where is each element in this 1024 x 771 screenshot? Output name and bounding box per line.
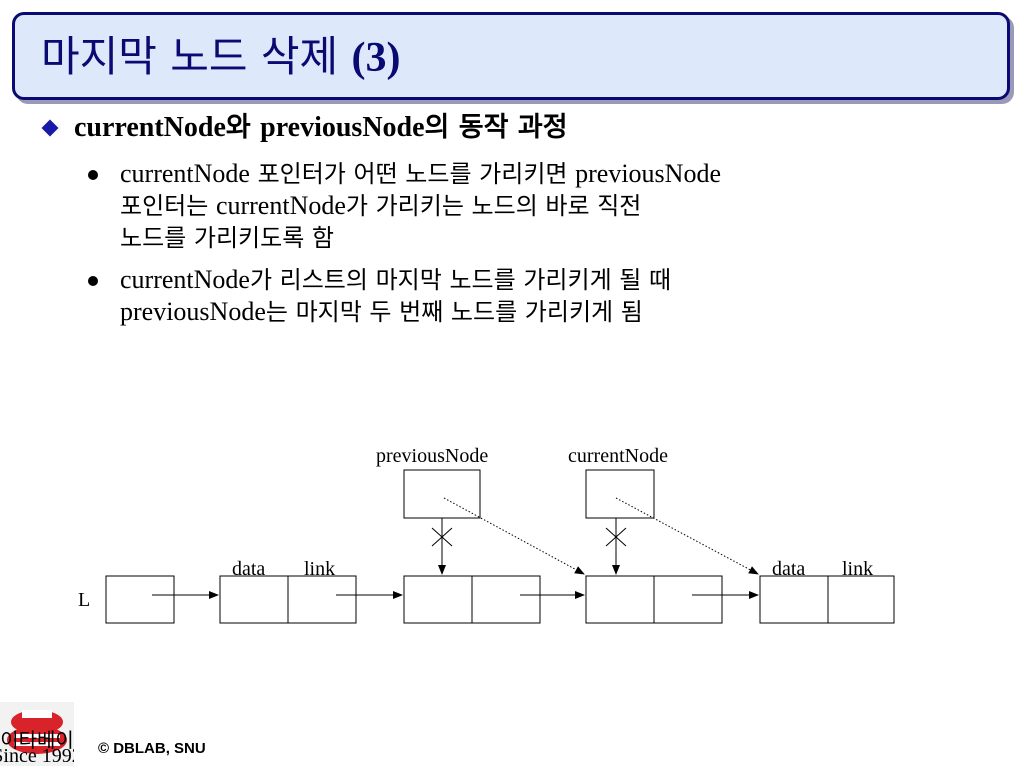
dot-bullet-icon — [88, 170, 98, 180]
dot-bullet-icon — [88, 276, 98, 286]
node2-data-field — [403, 575, 473, 624]
sub1-text: 포인터가 어떤 노드를 가리키면 — [249, 160, 576, 188]
cross-mark-icon — [431, 527, 453, 547]
current-node-pointer-box — [585, 469, 655, 519]
sub2-text: 는 마지막 두 번째 노드를 가리키게 됨 — [265, 298, 643, 326]
previous-node-pointer-box — [403, 469, 481, 519]
sub1-text: 노드를 가리키도록 함 — [120, 224, 334, 252]
lab-logo: 데이타베이스 Since 1992 — [0, 702, 92, 767]
sub1-text: 포인터는 — [120, 192, 216, 220]
sub2-text: currentNode — [120, 265, 250, 294]
node1-data-field — [219, 575, 289, 624]
node2-link-field — [471, 575, 541, 624]
label-current-node: currentNode — [568, 445, 668, 467]
sub2-text: 가 리스트의 마지막 노드를 가리키게 될 때 — [249, 266, 672, 294]
bullet-text-3: previousNode — [260, 112, 425, 143]
label-link-2: link — [842, 558, 873, 580]
node4-link-field — [827, 575, 895, 624]
list-head-box — [105, 575, 175, 624]
sub2-text: previousNode — [120, 297, 266, 326]
node4-data-field — [759, 575, 829, 624]
new-previous-pointer-arrow — [443, 497, 585, 575]
bullet-text-4: 의 동작 과정 — [424, 112, 568, 143]
logo-text: 데이타베이스 — [0, 729, 74, 752]
title-korean: 마지막 노드 삭제 — [41, 32, 339, 81]
label-previous-node: previousNode — [376, 445, 488, 467]
sub1-text: currentNode — [215, 191, 346, 220]
cross-mark-icon — [605, 527, 627, 547]
sub-bullet-2: currentNode가 리스트의 마지막 노드를 가리키게 될 때 previ… — [88, 264, 671, 328]
main-bullet: currentNode와 previousNode의 동작 과정 — [40, 110, 568, 146]
node3-data-field — [585, 575, 655, 624]
label-link-1: link — [304, 558, 335, 580]
title-box: 마지막 노드 삭제 (3) — [12, 12, 1010, 100]
node1-link-field — [287, 575, 357, 624]
copyright-footer: © DBLAB, SNU — [98, 740, 206, 757]
label-data-2: data — [772, 558, 805, 580]
sub1-text: currentNode — [120, 159, 250, 188]
logo-since: Since 1992 — [0, 745, 74, 766]
label-data-1: data — [232, 558, 265, 580]
linked-list-diagram: previousNode currentNode L data link dat… — [78, 445, 895, 624]
bullet-text-1: currentNode — [74, 112, 226, 143]
new-current-pointer-arrow — [615, 497, 759, 575]
slide-title: 마지막 노드 삭제 (3) — [41, 29, 401, 86]
title-number: (3) — [351, 35, 401, 81]
label-list-head: L — [78, 589, 90, 611]
sub-bullet-1: currentNode 포인터가 어떤 노드를 가리키면 previousNod… — [88, 158, 721, 254]
sub1-text: previousNode — [575, 159, 721, 188]
bullet-text-2: 와 — [225, 112, 261, 143]
sub1-text: 가 가리키는 노드의 바로 직전 — [345, 192, 642, 220]
node3-link-field — [653, 575, 723, 624]
